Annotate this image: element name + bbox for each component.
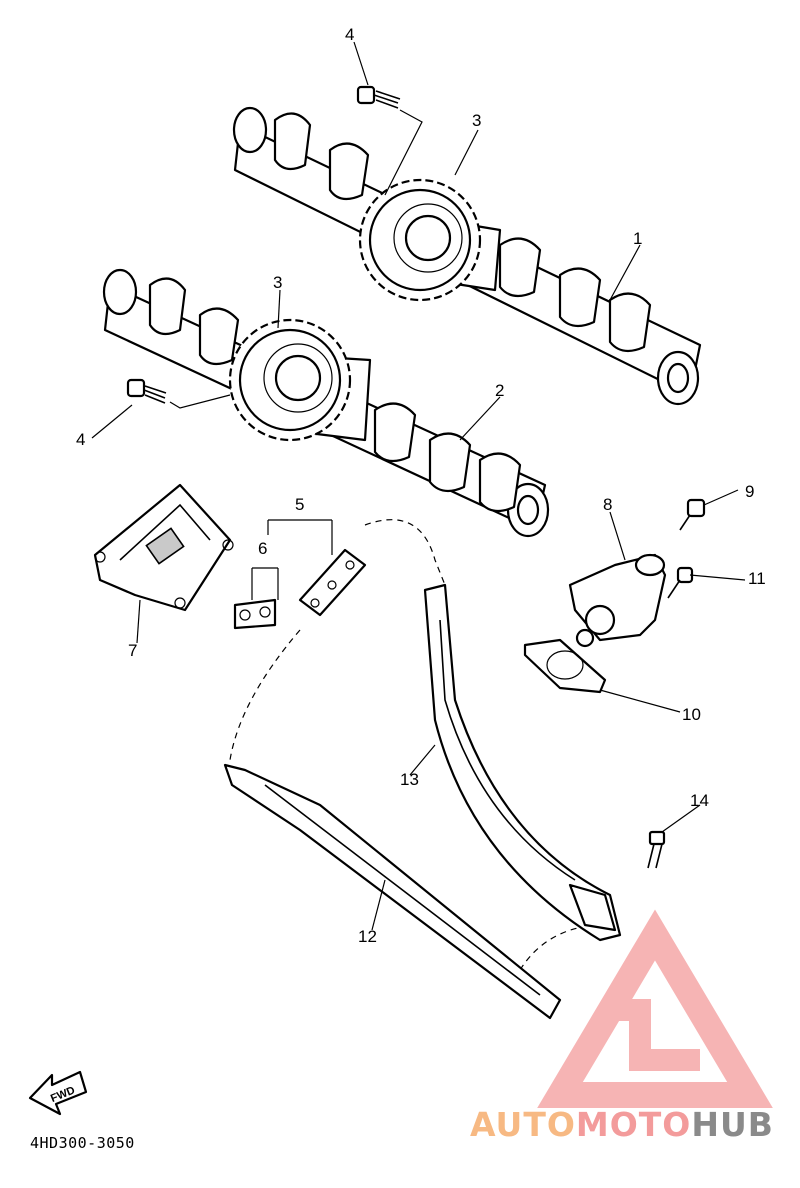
callout-13: 13 bbox=[400, 770, 419, 789]
callout-12: 12 bbox=[358, 927, 377, 946]
sprocket-bolt-lower bbox=[126, 378, 231, 409]
callout-6: 6 bbox=[258, 539, 267, 558]
callout-8: 8 bbox=[603, 495, 612, 514]
watermark-brand: AUTOMOTOHUB bbox=[470, 1105, 774, 1144]
callout-labels: 1 2 3 3 4 4 5 6 7 8 9 10 11 12 13 14 bbox=[76, 25, 766, 946]
forward-arrow-icon: FWD bbox=[28, 1070, 88, 1116]
sprocket-bolt-upper bbox=[356, 85, 423, 196]
callout-4-lower: 4 bbox=[76, 430, 85, 449]
callout-9: 9 bbox=[745, 482, 754, 501]
watermark-logo bbox=[537, 909, 773, 1108]
chain-tensioner bbox=[568, 553, 667, 648]
chain-joint-links bbox=[233, 519, 367, 630]
callout-10: 10 bbox=[682, 705, 701, 724]
lower-cam-sprocket bbox=[228, 318, 352, 442]
leader-lines bbox=[91, 41, 746, 931]
watermark-part3: HUB bbox=[691, 1105, 774, 1144]
chain-guide-intake bbox=[423, 583, 622, 942]
callout-3-upper: 3 bbox=[472, 111, 481, 130]
tensioner-bolt-9 bbox=[679, 498, 706, 531]
tensioner-gasket bbox=[523, 638, 607, 694]
watermark-part1: AUTO bbox=[470, 1105, 576, 1144]
callout-4-upper: 4 bbox=[345, 25, 354, 44]
chain-guide-exhaust bbox=[223, 763, 562, 1020]
callout-1: 1 bbox=[633, 229, 642, 248]
callout-14: 14 bbox=[690, 791, 709, 810]
callout-2: 2 bbox=[495, 381, 504, 400]
guide-bolt-14 bbox=[647, 830, 666, 869]
callout-11: 11 bbox=[748, 569, 766, 588]
upper-cam-sprocket bbox=[358, 178, 482, 302]
part-code: 4HD300-3050 bbox=[30, 1134, 135, 1152]
callout-3-lower: 3 bbox=[273, 273, 282, 292]
callout-7: 7 bbox=[128, 641, 137, 660]
callout-5: 5 bbox=[295, 495, 304, 514]
watermark-part2: MOTO bbox=[575, 1105, 692, 1144]
chain-guide-top bbox=[93, 483, 234, 612]
tensioner-bolt-11 bbox=[667, 566, 694, 599]
